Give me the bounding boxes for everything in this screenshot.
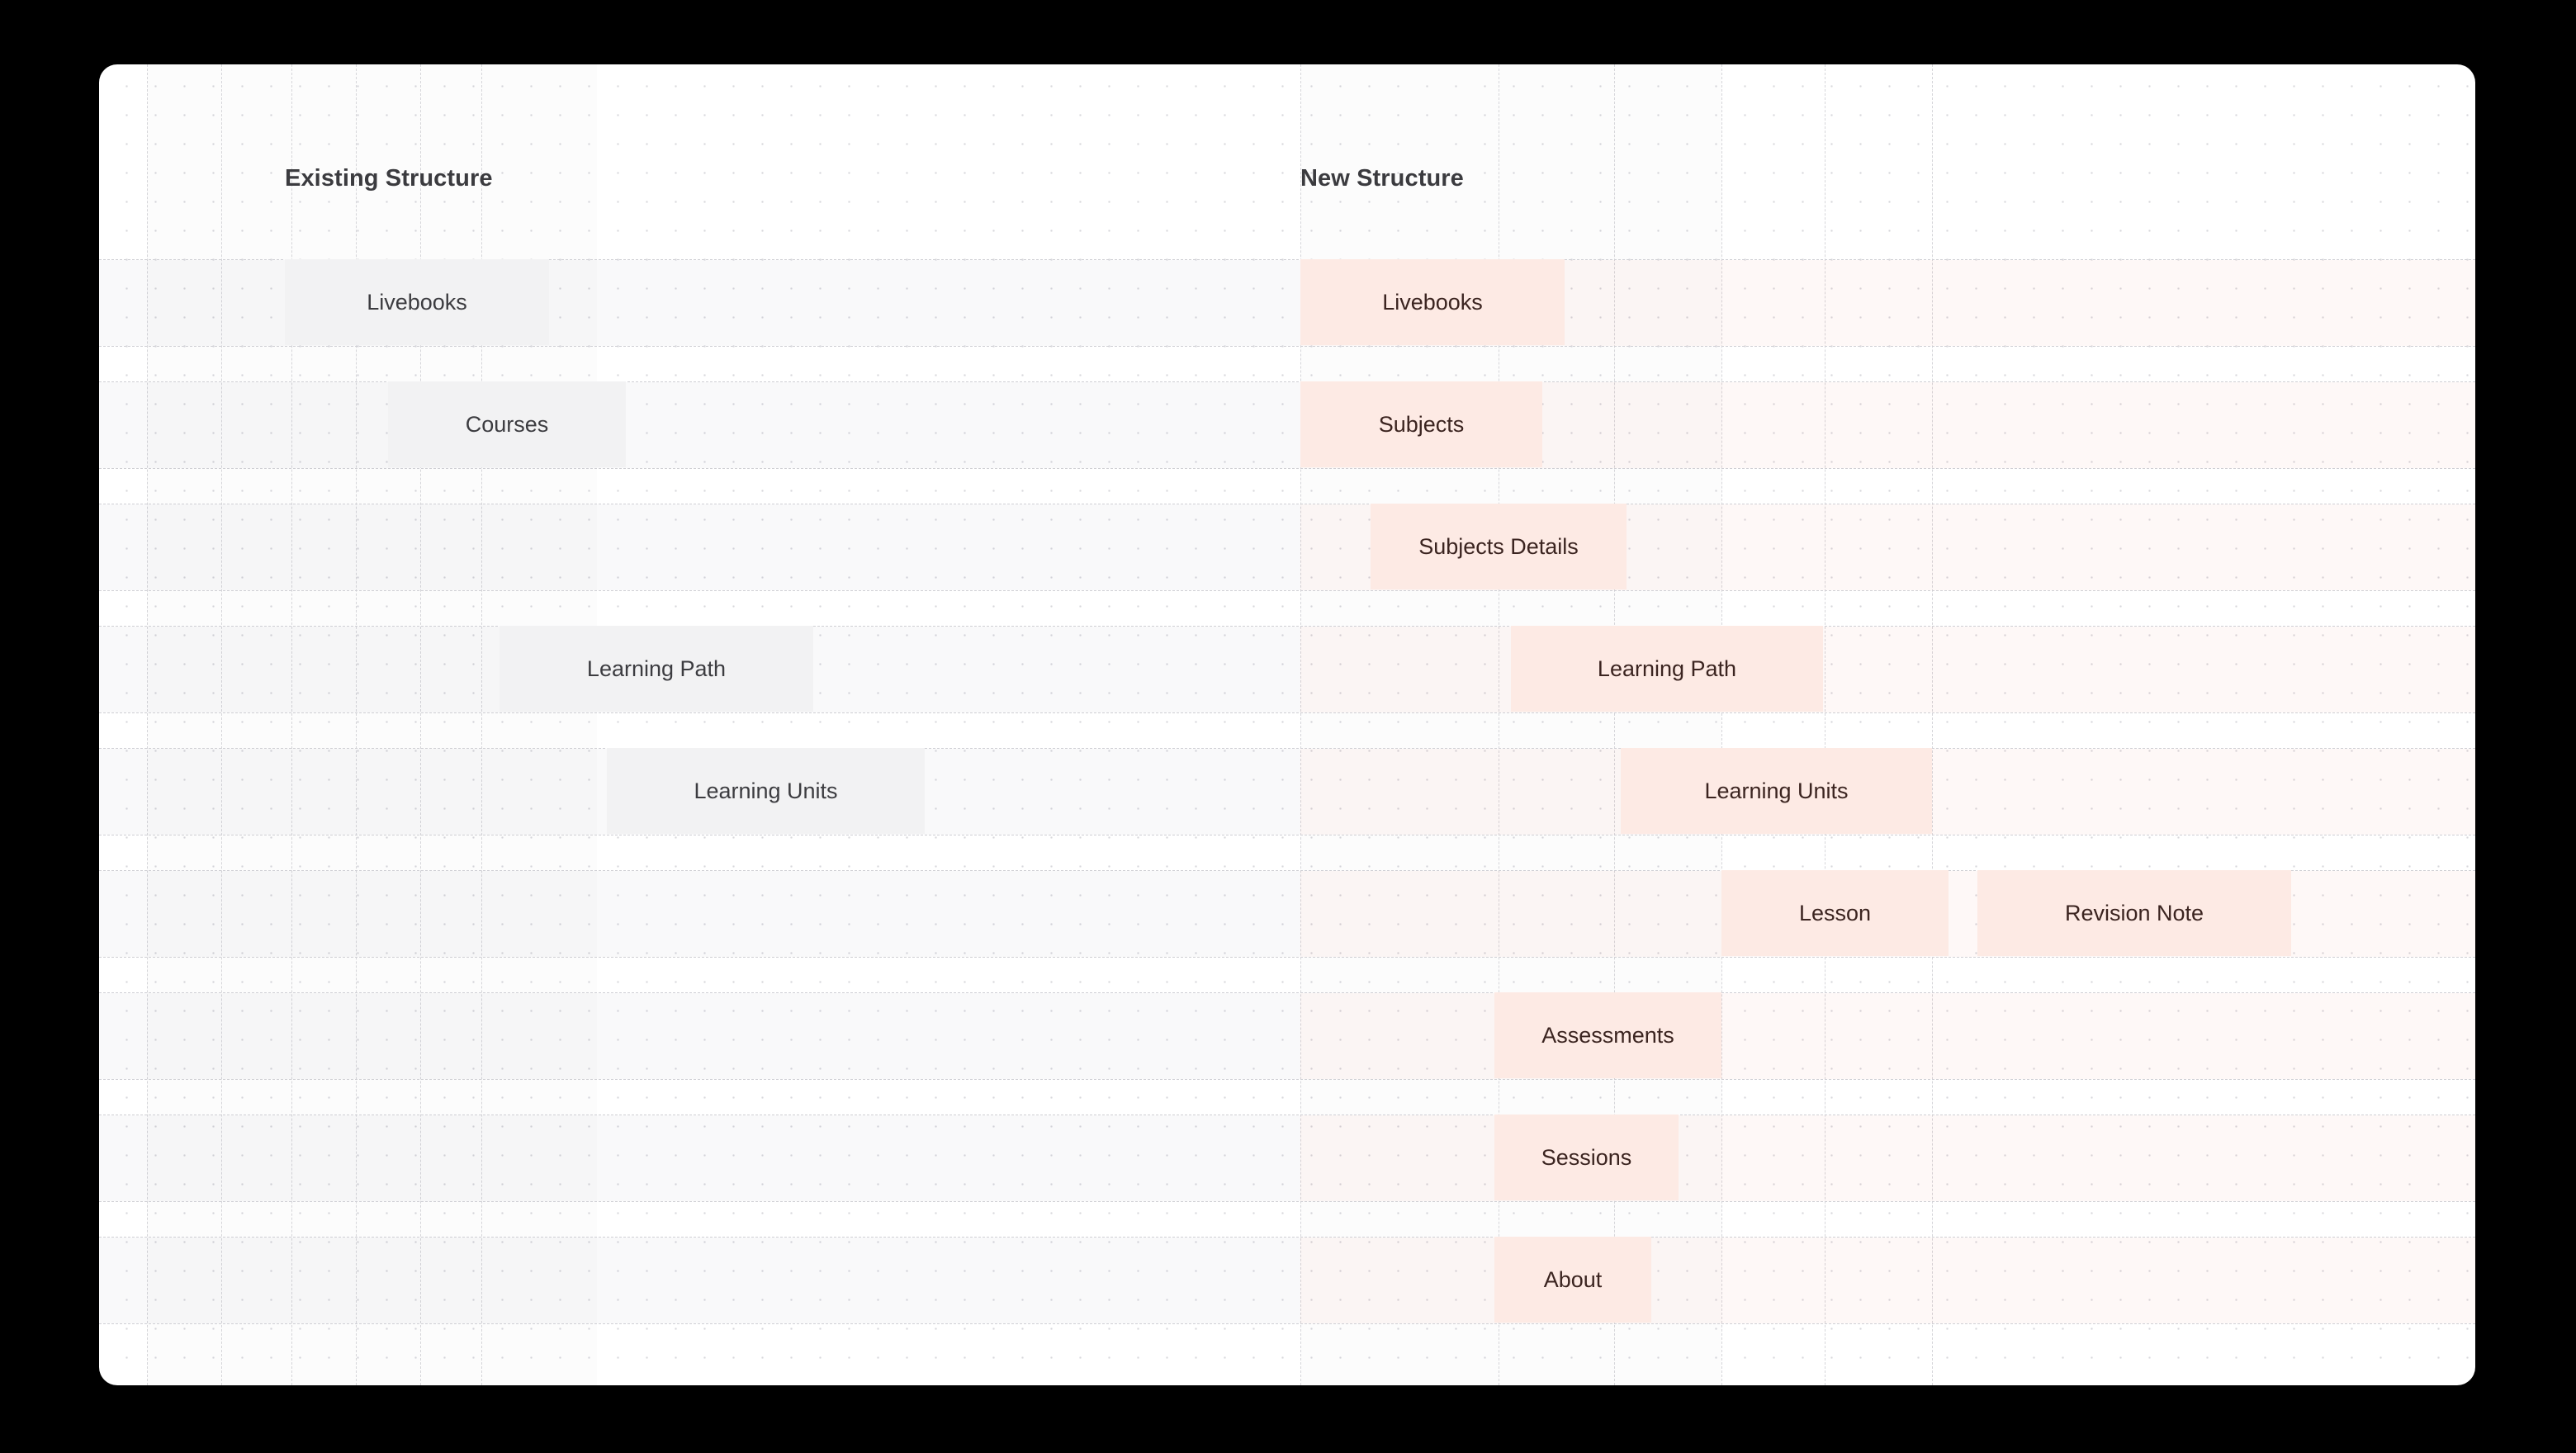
row-band-3 [99, 504, 2475, 591]
column-guide-9 [1614, 64, 1615, 1385]
row-band-9 [99, 1237, 2475, 1324]
node-existing-learning-units[interactable]: Learning Units [607, 748, 925, 834]
new-structure-title: New Structure [1300, 165, 1464, 192]
node-new-assessments[interactable]: Assessments [1494, 992, 1721, 1078]
column-guide-4 [356, 64, 357, 1385]
row-band-4 [99, 626, 2475, 713]
node-existing-learning-path[interactable]: Learning Path [500, 626, 813, 712]
node-new-subjects-details[interactable]: Subjects Details [1371, 504, 1627, 589]
row-band-8 [99, 1115, 2475, 1202]
column-guide-6 [481, 64, 482, 1385]
node-new-learning-units[interactable]: Learning Units [1621, 748, 1932, 834]
node-new-learning-path[interactable]: Learning Path [1511, 626, 1823, 712]
column-guide-12 [1932, 64, 1933, 1385]
node-existing-courses[interactable]: Courses [388, 381, 626, 467]
diagram-card: Existing Structure New Structure Liveboo… [99, 64, 2475, 1385]
column-guide-5 [420, 64, 421, 1385]
node-new-revision-note[interactable]: Revision Note [1977, 870, 2291, 956]
node-new-lesson[interactable]: Lesson [1721, 870, 1949, 956]
row-band-5 [99, 748, 2475, 835]
column-guide-7 [1300, 64, 1301, 1385]
column-guide-10 [1721, 64, 1722, 1385]
node-existing-livebooks[interactable]: Livebooks [285, 259, 549, 345]
node-new-sessions[interactable]: Sessions [1494, 1115, 1679, 1200]
existing-structure-title: Existing Structure [285, 165, 493, 192]
node-new-subjects[interactable]: Subjects [1300, 381, 1542, 467]
node-new-about[interactable]: About [1494, 1237, 1651, 1323]
column-guide-1 [147, 64, 148, 1385]
node-new-livebooks[interactable]: Livebooks [1300, 259, 1565, 345]
column-guide-3 [291, 64, 292, 1385]
column-guide-2 [221, 64, 222, 1385]
row-band-7 [99, 992, 2475, 1080]
